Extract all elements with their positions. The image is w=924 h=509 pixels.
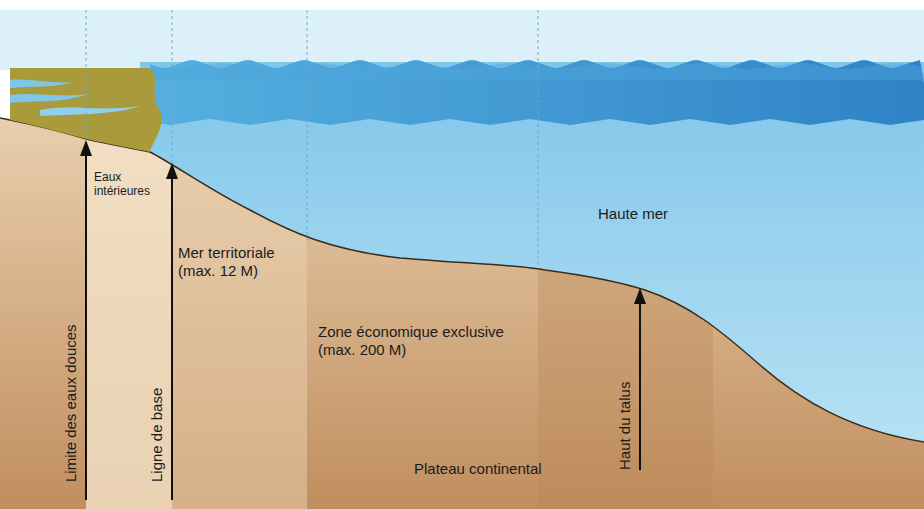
zone-label: Plateau continental [414,460,614,478]
land [10,68,161,152]
arrow-head [80,140,92,156]
zone-limit [538,10,539,268]
seabed-line [0,118,924,442]
limit-arrow [171,175,173,500]
inner-waters-column [86,100,172,509]
limit-label: Ligne de base [148,388,166,482]
limit-label: Limite des eaux douces [62,324,80,482]
wave-crests [150,63,924,80]
sky [0,10,924,70]
zone-limit [307,10,308,241]
estuary [40,106,140,116]
zone-label: Haute mer [598,205,718,223]
arrow-head [634,288,646,304]
arrow-head [166,163,178,179]
zone-label: Eaux intérieures [94,170,170,199]
surface-water [150,60,924,125]
limit-arrow [639,300,641,470]
zone-label: Zone économique exclusive (max. 200 M) [318,323,518,359]
zone-limit [172,10,173,163]
limit-arrow [85,152,87,500]
river-channel [10,94,88,103]
limit-label: Haut du talus [616,382,634,470]
zone-label: Mer territoriale (max. 12 M) [178,244,306,280]
river-channel [10,80,72,88]
territorial-column [172,100,307,509]
slope-column [538,100,713,509]
zone-limit [86,10,87,138]
